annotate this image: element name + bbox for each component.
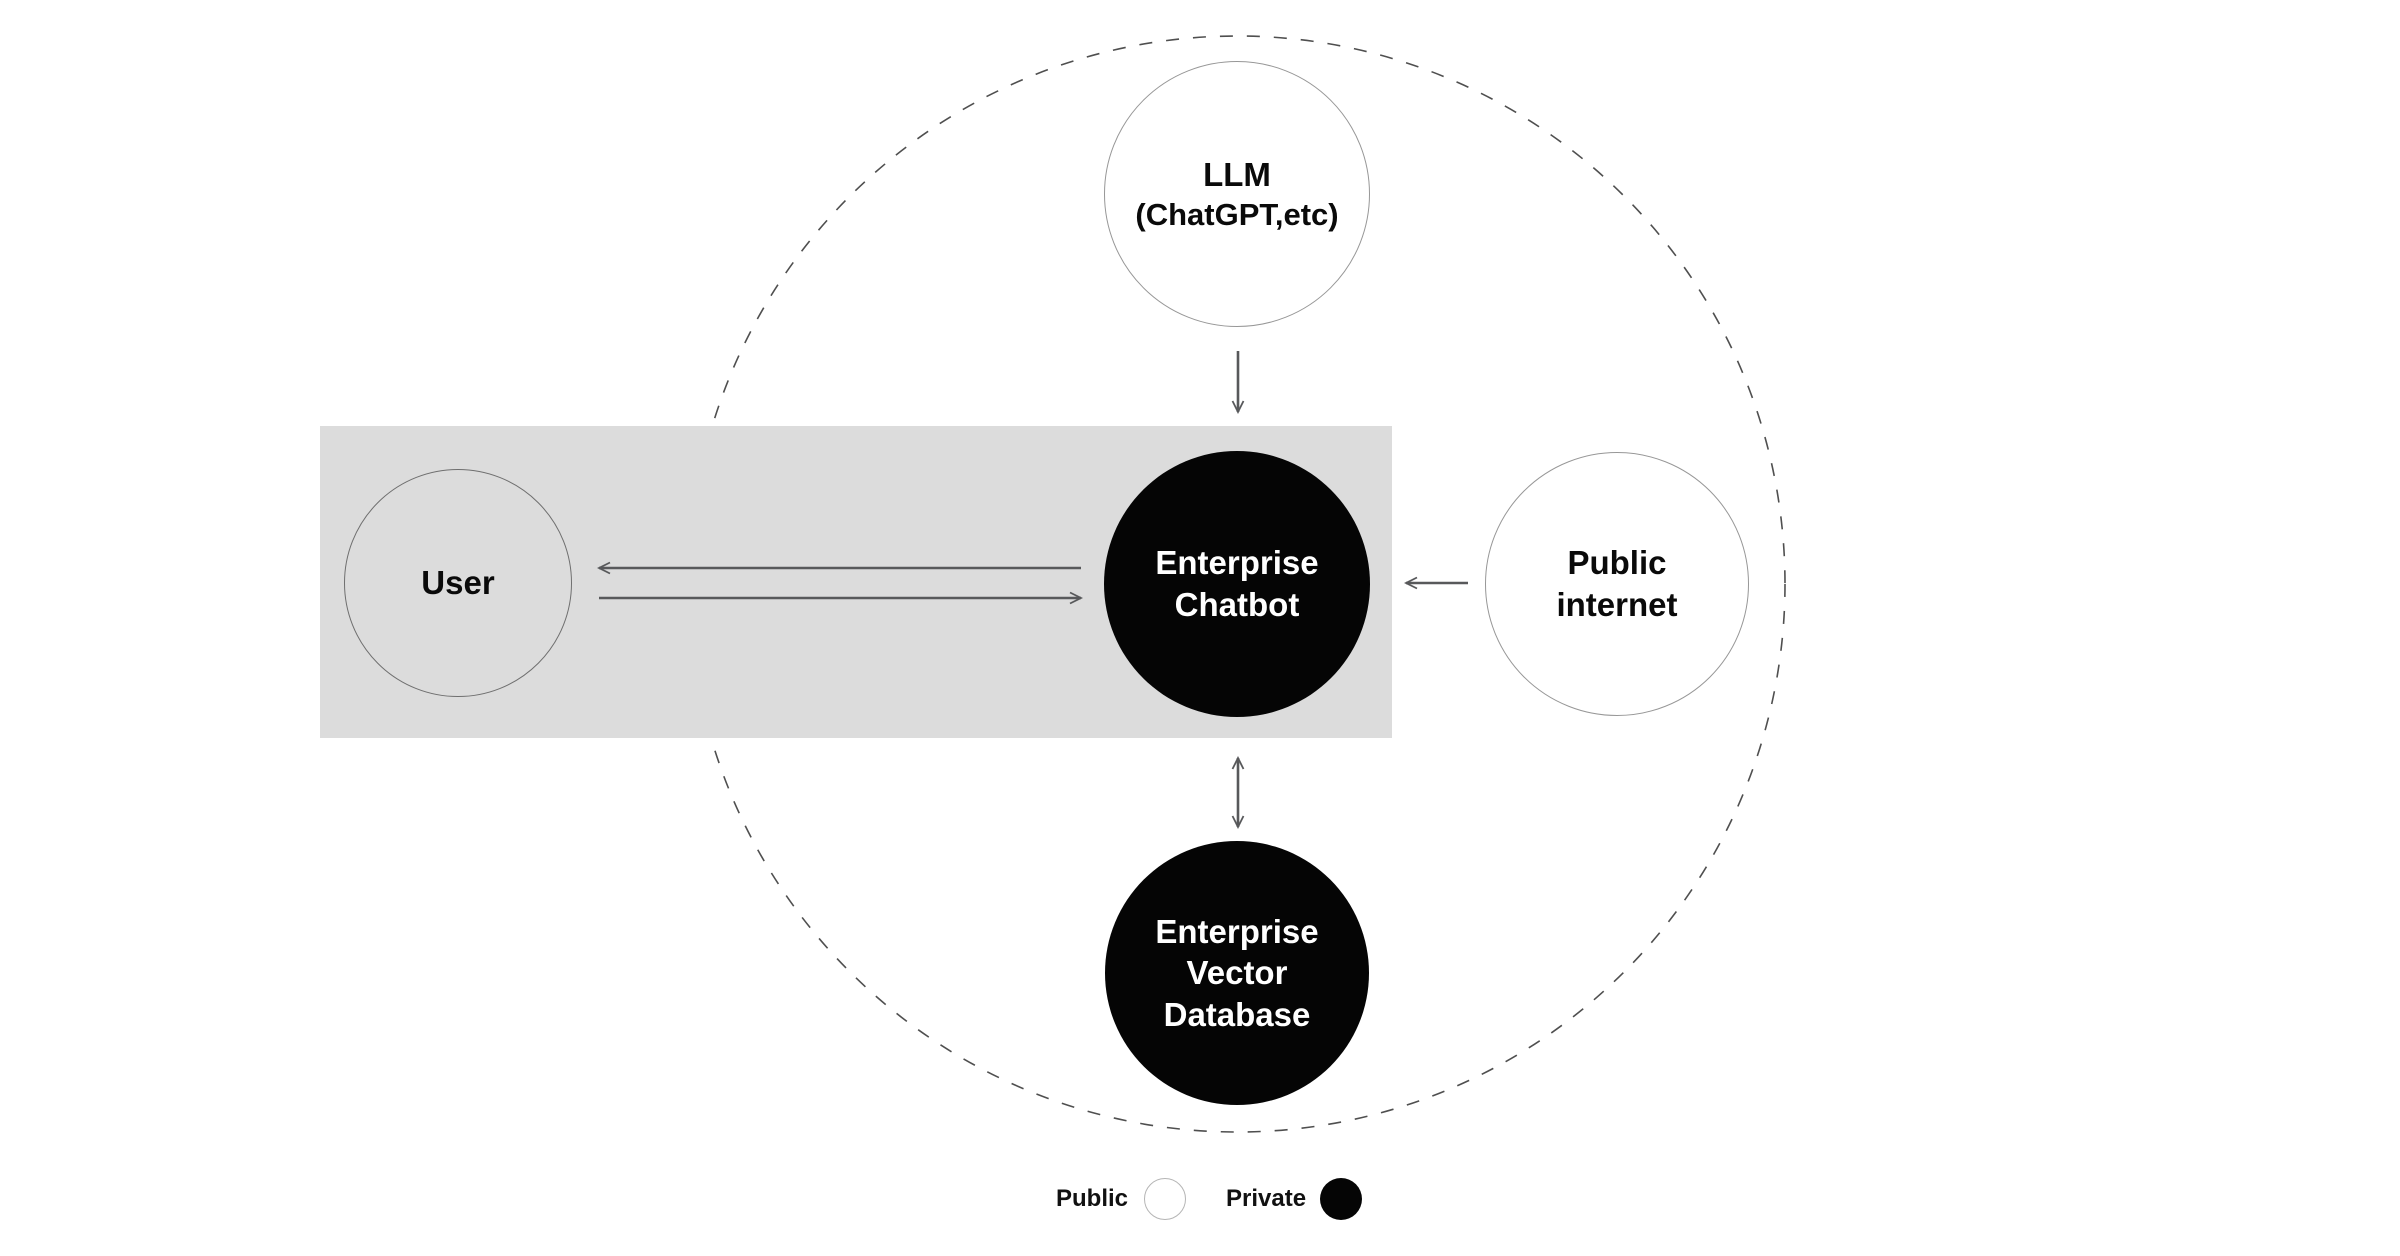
node-enterprise-vector-database: Enterprise Vector Database	[1105, 841, 1369, 1105]
node-user: User	[344, 469, 572, 697]
node-public-internet-label-line1: Public	[1567, 544, 1667, 582]
node-user-label: User	[421, 564, 495, 602]
node-vectordb-label-line3: Database	[1163, 995, 1311, 1033]
node-vectordb-label-line1: Enterprise	[1155, 912, 1319, 950]
node-llm-sublabel: (ChatGPT,etc)	[1135, 197, 1339, 233]
node-public-internet-label-line2: internet	[1556, 586, 1678, 623]
node-public-internet: Public internet	[1485, 452, 1749, 716]
node-vectordb-label-line2: Vector	[1186, 954, 1288, 992]
node-enterprise-chatbot-label-line1: Enterprise	[1155, 544, 1319, 582]
node-enterprise-chatbot-label-line2: Chatbot	[1174, 586, 1300, 623]
node-llm-label: LLM	[1203, 155, 1271, 193]
legend: Public Private	[1056, 1173, 1363, 1225]
legend-public-swatch-circle	[1144, 1178, 1187, 1220]
legend-private-label: Private	[1226, 1185, 1307, 1212]
legend-public-label: Public	[1056, 1185, 1129, 1212]
node-enterprise-chatbot: Enterprise Chatbot	[1104, 451, 1370, 717]
legend-private-swatch-circle	[1320, 1178, 1363, 1220]
node-llm: LLM (ChatGPT,etc)	[1104, 61, 1370, 327]
